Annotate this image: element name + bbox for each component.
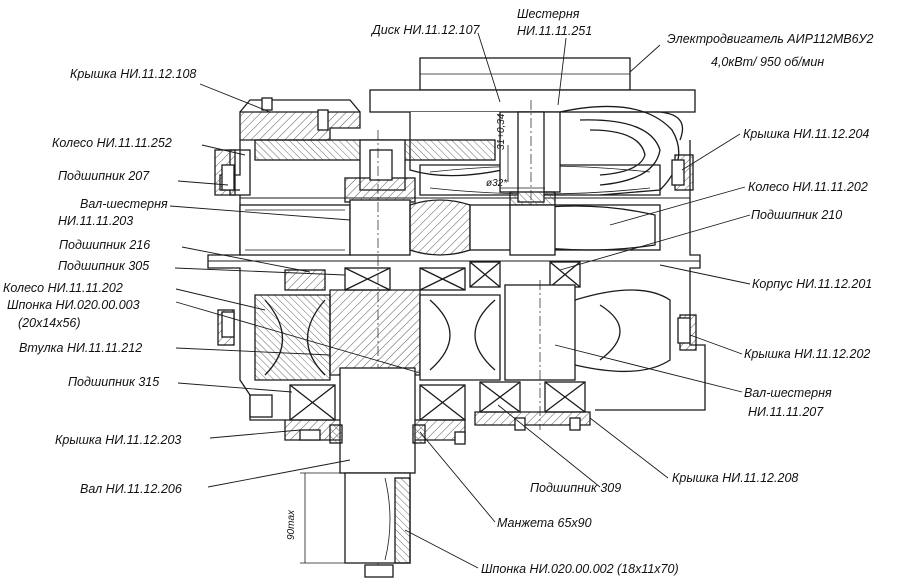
label-bearing-309: Подшипник 309: [530, 481, 622, 495]
label-shaft-gear-203-b: НИ.11.11.203: [58, 214, 134, 228]
label-bearing-216: Подшипник 216: [59, 238, 151, 252]
dim-length: 90max: [286, 509, 297, 540]
label-cover-203: Крышка НИ.11.12.203: [55, 433, 182, 447]
label-seal: Манжета 65х90: [497, 516, 592, 530]
label-cover-108: Крышка НИ.11.12.108: [70, 67, 197, 81]
label-bearing-315: Подшипник 315: [68, 375, 160, 389]
upper-gears: [254, 139, 661, 203]
label-key-003-a: Шпонка НИ.020.00.003: [7, 298, 140, 312]
label-bearing-210: Подшипник 210: [751, 208, 843, 222]
label-body-201: Корпус НИ.11.12.201: [752, 277, 873, 291]
label-bearing-207: Подшипник 207: [58, 169, 150, 183]
label-gear-title: Шестерня: [517, 7, 580, 21]
label-cover-202: Крышка НИ.11.12.202: [744, 347, 871, 361]
label-gear-code: НИ.11.11.251: [517, 24, 593, 38]
bolts: [221, 97, 691, 445]
label-motor-title: Электродвигатель АИР112МВ6У2: [667, 32, 874, 46]
output-shaft: [249, 367, 591, 578]
label-cover-208: Крышка НИ.11.12.208: [672, 471, 799, 485]
dim-height: 31+0,34: [496, 113, 507, 150]
leader-lines: [169, 32, 751, 569]
bearings: [284, 261, 586, 421]
label-shaft-gear-207-a: Вал-шестерня: [744, 386, 832, 400]
motor-pinion: [499, 100, 561, 250]
label-motor-spec: 4,0кВт/ 950 об/мин: [711, 55, 825, 69]
label-bearing-305: Подшипник 305: [58, 259, 150, 273]
label-shaft-206: Вал НИ.11.12.206: [80, 482, 182, 496]
dimension-lines: [300, 145, 545, 564]
label-shaft-gear-203-a: Вал-шестерня: [80, 197, 168, 211]
middle-stage: [239, 199, 661, 256]
label-shaft-gear-207-b: НИ.11.11.207: [748, 405, 824, 419]
label-key-003-b: (20х14х56): [18, 316, 81, 330]
label-cover-204: Крышка НИ.11.12.204: [743, 127, 870, 141]
label-sleeve-212: Втулка НИ.11.11.212: [19, 341, 143, 355]
label-key-002: Шпонка НИ.020.00.002 (18х11х70): [481, 562, 679, 576]
label-disk: Диск НИ.11.12.107: [372, 23, 480, 37]
label-wheel-252: Колесо НИ.11.11.252: [52, 136, 172, 150]
label-wheel-202b: Колесо НИ.11.11.202: [748, 180, 868, 194]
dim-diameter: ø32*: [486, 178, 508, 189]
label-wheel-202: Колесо НИ.11.11.202: [3, 281, 123, 295]
